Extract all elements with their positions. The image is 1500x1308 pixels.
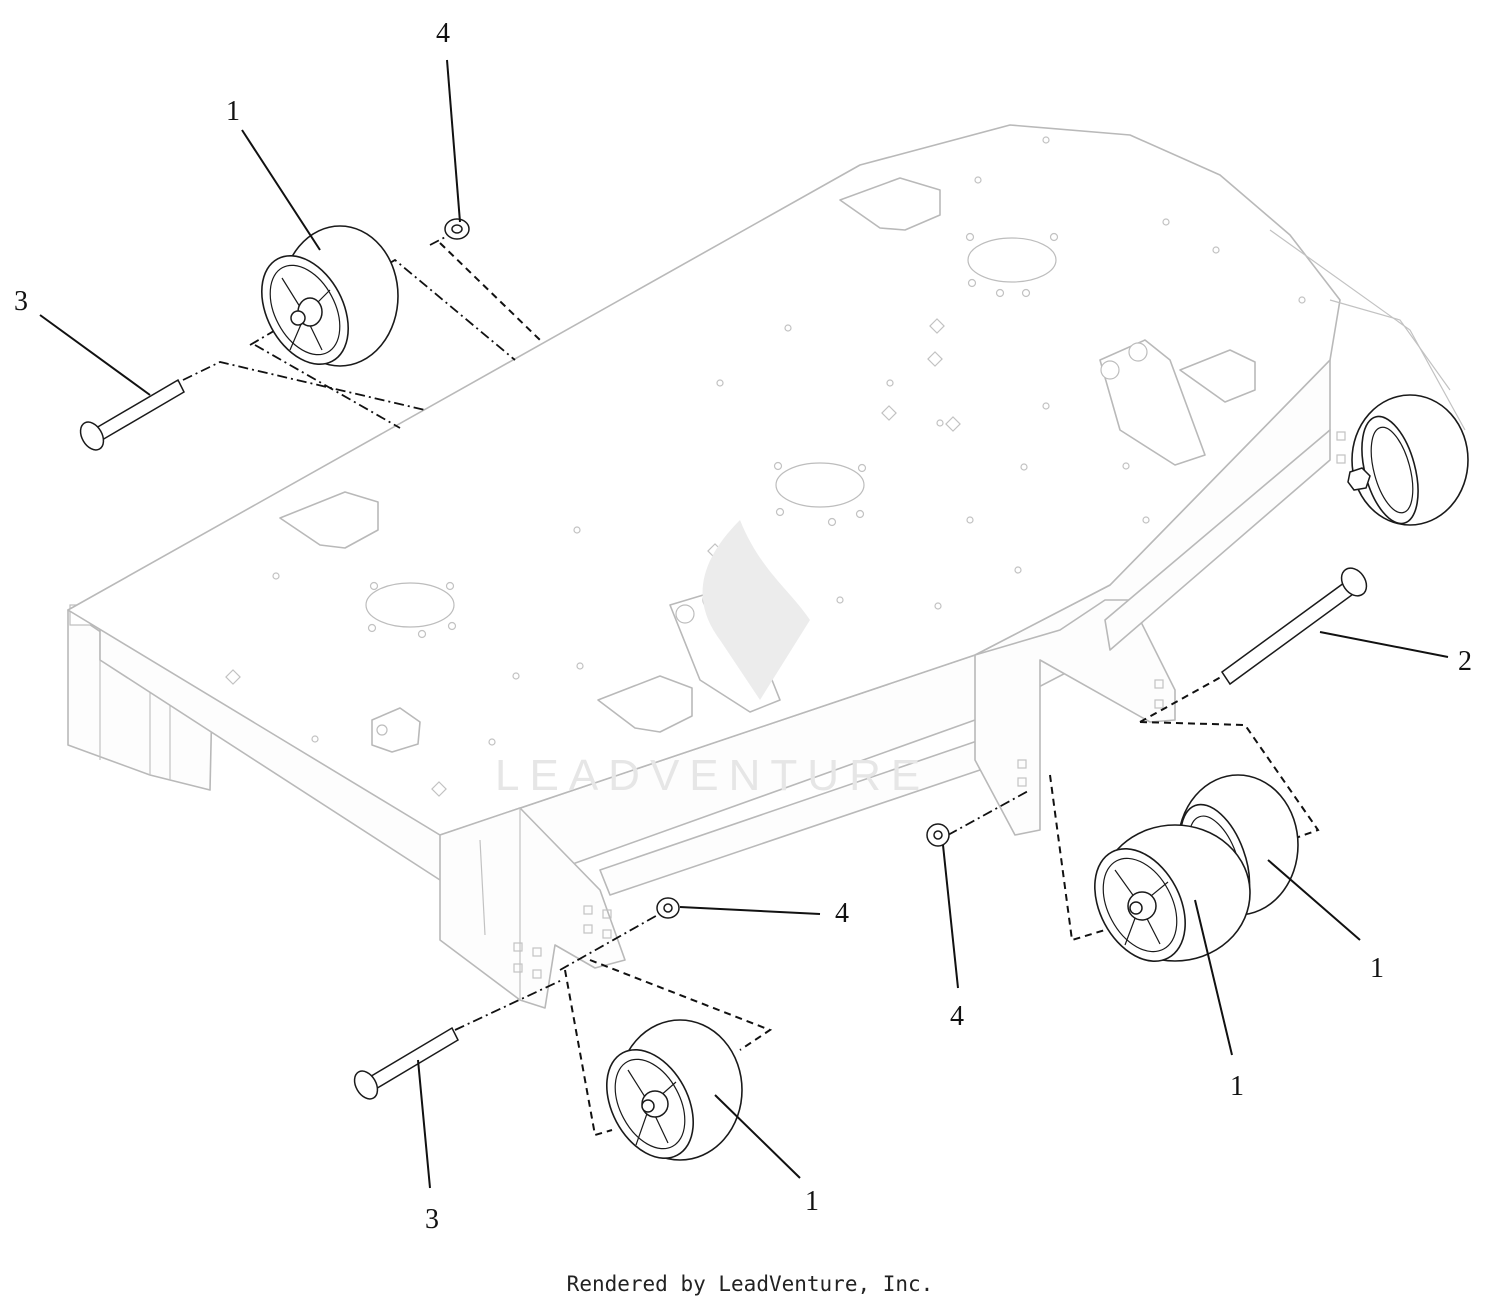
nut-front-right xyxy=(926,823,950,847)
wheel-bottom xyxy=(605,1019,743,1161)
callout-wheel-right-rear: 1 xyxy=(1370,953,1384,984)
leader-lines xyxy=(39,59,1449,1189)
bolt-top-left xyxy=(79,378,185,451)
assembly-lines xyxy=(182,231,1320,1137)
callout-bolt-bottom-left: 3 xyxy=(425,1204,439,1235)
bolt-bottom-left xyxy=(353,1026,459,1100)
callout-wheel-top-left: 1 xyxy=(226,96,240,127)
callout-nut-top: 4 xyxy=(436,18,450,49)
callout-nut-front-left: 4 xyxy=(835,898,849,929)
callout-bolt-right: 2 xyxy=(1458,646,1472,677)
wheel-right-front xyxy=(1094,824,1251,963)
callout-wheel-bottom: 1 xyxy=(805,1186,819,1217)
nut-front-left xyxy=(656,897,680,919)
callout-bolt-top-left: 3 xyxy=(14,286,28,317)
callouts: 1 4 3 2 4 4 1 1 3 1 xyxy=(14,18,1472,1235)
wheel-top-left xyxy=(260,225,399,367)
watermark-text: LEADVENTURE xyxy=(495,751,930,800)
bolt-right xyxy=(1220,567,1368,686)
callout-nut-front-right: 4 xyxy=(950,1001,964,1032)
nut-top xyxy=(444,218,470,240)
watermark-logo: LEADVENTURE xyxy=(495,520,930,800)
callout-wheel-right-front: 1 xyxy=(1230,1071,1244,1102)
footer-credit: Rendered by LeadVenture, Inc. xyxy=(566,1272,934,1296)
wheel-right-rear-mounted xyxy=(1347,394,1469,526)
mower-deck xyxy=(67,124,1466,1009)
